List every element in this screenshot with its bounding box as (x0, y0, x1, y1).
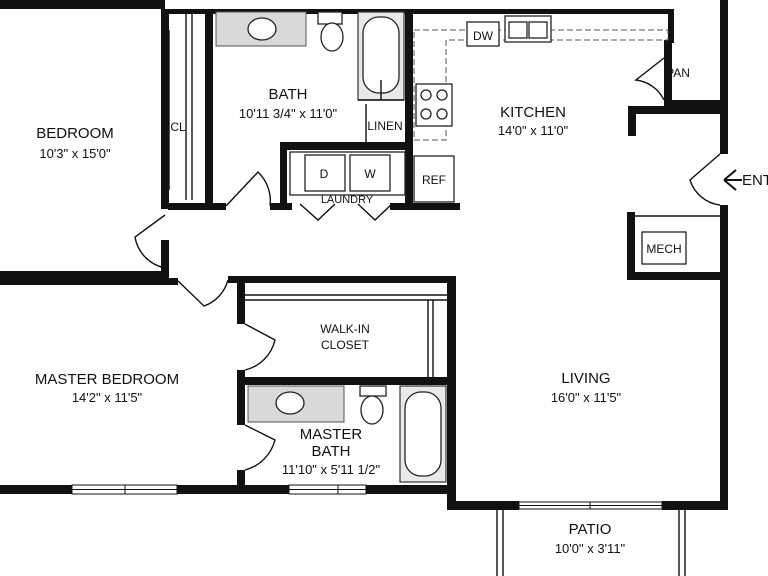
wall-right-entry-upper (720, 106, 728, 154)
bedroom-size: 10'3" x 15'0" (39, 146, 111, 161)
wall-top-right-step (668, 9, 674, 43)
washer-label: W (364, 167, 376, 181)
walkin-line2: CLOSET (321, 338, 370, 352)
dryer-icon (304, 154, 346, 192)
kitchen-size: 14'0" x 11'0" (498, 123, 569, 138)
wall-bottom-2 (177, 485, 289, 494)
master-bedroom-name: MASTER BEDROOM (35, 371, 179, 388)
wall-bath-east (405, 9, 413, 209)
bath-fixtures: LINEN (215, 11, 405, 142)
master-bedroom-size: 14'2" x 11'5" (72, 390, 143, 405)
wall-entry-stub (628, 106, 636, 136)
wall-bedroom-south-stub (161, 240, 169, 278)
closet-label: CL (170, 120, 186, 134)
bath-size: 10'11 3/4" x 11'0" (239, 106, 338, 121)
master-toilet-tank (359, 385, 387, 397)
master-bath-line2: BATH (312, 443, 351, 460)
wall-walkin-top (228, 276, 456, 283)
entry-label: ENT (742, 172, 768, 189)
wall-top-left (0, 0, 165, 9)
dishwasher-label: DW (473, 29, 494, 43)
wall-laundry-west (280, 142, 287, 210)
wall-bedroom-south (0, 271, 168, 278)
wall-right-upper (720, 0, 728, 112)
walk-in-closet: WALK-IN CLOSET (245, 294, 447, 377)
wall-hall-top-left (168, 203, 226, 210)
wall-mech-bottom (627, 272, 727, 280)
master-bath-fixtures (247, 385, 447, 483)
dryer-label: D (320, 167, 329, 181)
bedroom-closet: CL (168, 12, 193, 200)
windows (71, 484, 663, 510)
wall-laundry-top (280, 142, 412, 150)
wall-masterbath-top (237, 377, 456, 385)
wall-pantry-bottom (664, 100, 728, 106)
master-bathtub-icon (404, 391, 442, 477)
kitchen-name: KITCHEN (500, 104, 566, 121)
master-toilet-icon (360, 395, 384, 425)
pantry: PAN (634, 57, 690, 101)
dishwasher-icon (466, 21, 500, 47)
walkin-line1: WALK-IN (320, 322, 370, 336)
laundry: D W LAUNDRY (289, 151, 406, 221)
living-size: 16'0" x 11'5" (551, 390, 622, 405)
master-sink-icon (275, 391, 305, 415)
wall-mech-west (627, 212, 635, 280)
mech: MECH (635, 215, 720, 265)
wall-bottom-3 (366, 485, 456, 494)
wall-living-bottom-right (662, 501, 728, 510)
wall-entry-top (628, 106, 728, 114)
bedroom-name: BEDROOM (36, 125, 114, 142)
range-icon (415, 83, 453, 127)
entry-arrow-icon (723, 169, 742, 191)
wall-master-east-upper (237, 276, 245, 324)
pantry-label: PAN (666, 66, 690, 80)
patio-name: PATIO (569, 521, 612, 538)
laundry-label: LAUNDRY (321, 194, 374, 206)
walls (0, 0, 728, 510)
mech-unit (641, 231, 687, 265)
bath-toilet-tank (317, 11, 343, 25)
bath-name: BATH (269, 86, 308, 103)
wall-living-bottom-left (447, 501, 519, 510)
master-bath-size: 11'10" x 5'11 1/2" (282, 462, 381, 477)
toilet-icon (320, 22, 344, 52)
wall-living-west (447, 276, 456, 508)
wall-pantry (664, 40, 672, 106)
wall-bottom-1 (0, 485, 72, 494)
refrigerator-icon (413, 155, 455, 203)
door-swings (134, 171, 276, 471)
kitchen-fixtures: DW REF KITCHEN 14'0" x 11'0" (413, 15, 669, 203)
wall-hall-top-right (390, 203, 460, 210)
linen-label: LINEN (367, 119, 402, 133)
entry-door: ENT (689, 153, 768, 206)
patio: PATIO 10'0" x 3'11" (496, 510, 686, 576)
wall-top (165, 9, 670, 14)
living-name: LIVING (561, 370, 610, 387)
wall-master-top (0, 278, 178, 285)
wall-master-east-bottom (237, 470, 245, 492)
master-bath-line1: MASTER (300, 426, 363, 443)
wall-right-lower (720, 205, 728, 507)
mech-label: MECH (646, 242, 681, 256)
wall-closet-east (205, 9, 213, 204)
bath-sink-icon (247, 17, 277, 41)
wall-master-east-lower (237, 370, 245, 425)
washer-icon (349, 154, 391, 192)
refrigerator-label: REF (422, 173, 446, 187)
patio-size: 10'0" x 3'11" (555, 541, 626, 556)
wall-bedroom-east (161, 9, 169, 209)
